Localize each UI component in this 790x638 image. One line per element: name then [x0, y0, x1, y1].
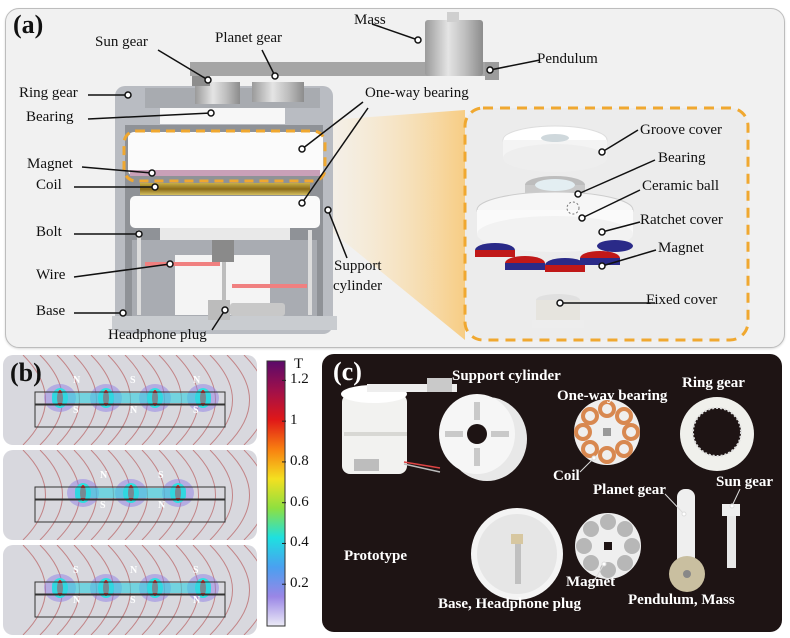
panel-b-label: (b) [10, 358, 42, 387]
component-photos [341, 378, 754, 600]
inset-label-bearing: Bearing [658, 150, 706, 166]
base [112, 316, 337, 330]
panel-c-label: (c) [333, 357, 362, 386]
label-coil: Coil [36, 177, 62, 193]
pole-label-bottom: S [130, 595, 136, 606]
colorbar-tick-label: 0.4 [290, 534, 309, 551]
c-label-one-way-bearing: One-way bearing [557, 388, 668, 404]
colorbar-tick-label: 1.2 [290, 371, 309, 388]
mass [425, 20, 483, 76]
inset-label-magnet: Magnet [658, 240, 704, 256]
label-pendulum: Pendulum [537, 51, 598, 67]
c-label-support-cylinder: Support cylinder [452, 368, 561, 384]
planet-gear [252, 82, 304, 102]
field-map: N S S N [3, 450, 257, 540]
zoom-glow [330, 110, 465, 340]
c-label-pendulum-mass: Pendulum, Mass [628, 592, 735, 608]
label-ring-gear: Ring gear [19, 85, 78, 101]
pole-label-bottom: N [130, 405, 138, 416]
label-support-cylinder-2: cylinder [333, 278, 383, 294]
pendulum-arm [190, 62, 495, 76]
c-label-sun-gear: Sun gear [716, 474, 774, 490]
ring-gear-photo [680, 397, 754, 471]
colorbar-tick-label: 1 [290, 412, 298, 429]
inset-magnets [475, 240, 633, 272]
pole-label-bottom: N [158, 500, 166, 511]
c-label-coil: Coil [553, 468, 580, 484]
headphone-plug [208, 300, 230, 320]
colorbar-tick-label: 0.6 [290, 493, 309, 510]
c-label-base-headphone-plug: Base, Headphone plug [438, 596, 581, 612]
c-label-planet-gear: Planet gear [593, 482, 666, 498]
label-sun-gear: Sun gear [95, 34, 148, 50]
pole-label-top: N [193, 375, 201, 386]
pole-label-top: S [193, 565, 199, 576]
pole-label-top: N [100, 470, 108, 481]
field-map: S N S N S N [3, 545, 257, 635]
colorbar-tick-label: 0.8 [290, 452, 309, 469]
label-one-way-bearing: One-way bearing [365, 85, 469, 101]
field-map: N S N S N S [3, 355, 257, 445]
wire [145, 262, 220, 266]
c-label-ring-gear: Ring gear [682, 375, 745, 391]
panel-a-label: (a) [13, 10, 44, 39]
pole-label-bottom: N [193, 595, 201, 606]
label-headphone-plug: Headphone plug [108, 327, 207, 343]
pole-label-bottom: S [193, 405, 199, 416]
prototype-photo [341, 378, 457, 474]
label-magnet: Magnet [27, 156, 73, 172]
c-label-prototype: Prototype [344, 548, 408, 564]
bearing [160, 108, 285, 124]
pole-label-bottom: N [73, 595, 81, 606]
inset-label-fixed-cover: Fixed cover [646, 292, 718, 308]
inset-label-ratchet-cover: Ratchet cover [640, 212, 723, 228]
pole-label-top: N [73, 375, 81, 386]
label-support-cylinder-1: Support [334, 258, 382, 274]
pole-label-bottom: S [100, 500, 106, 511]
colorbar-tick-label: 0.2 [290, 575, 309, 592]
pole-label-top: N [130, 565, 138, 576]
pole-label-top: S [73, 565, 79, 576]
label-bearing: Bearing [26, 109, 74, 125]
base-photo [471, 508, 563, 600]
inset-label-ceramic-ball: Ceramic ball [642, 178, 720, 194]
exploded-inset [463, 106, 750, 342]
label-base: Base [36, 303, 66, 319]
c-label-magnet: Magnet [566, 574, 616, 590]
sun-gear-photo [722, 504, 740, 568]
label-planet-gear: Planet gear [215, 30, 283, 46]
colorbar-unit: T [294, 356, 304, 372]
label-mass: Mass [354, 12, 386, 28]
pole-label-top: S [158, 470, 164, 481]
label-bolt: Bolt [36, 224, 62, 240]
support-cylinder-photo [439, 394, 527, 481]
pole-label-top: S [130, 375, 136, 386]
magnet-disk-photo [575, 513, 641, 579]
colorbar [266, 360, 286, 627]
sun-gear [195, 82, 240, 104]
coil-disk-photo [574, 399, 640, 465]
colorbar-gradient [266, 360, 286, 627]
cross-section-drawing [73, 12, 541, 340]
label-wire: Wire [36, 267, 66, 283]
inset-label-groove-cover: Groove cover [640, 122, 723, 138]
coil [140, 183, 310, 195]
pole-label-bottom: S [73, 405, 79, 416]
